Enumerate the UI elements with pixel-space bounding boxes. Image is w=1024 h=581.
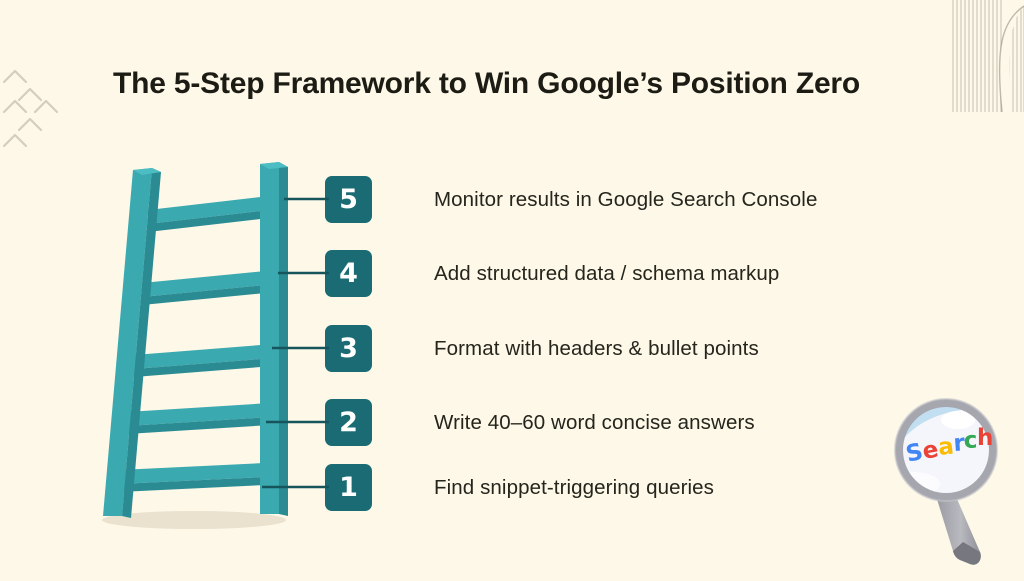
step-row-3[interactable]: 3 Format with headers & bullet points	[325, 325, 759, 372]
step-badge-3: 3	[325, 325, 372, 372]
step-row-5[interactable]: 5 Monitor results in Google Search Conso…	[325, 176, 817, 223]
search-letter-S: S	[904, 439, 926, 468]
step-label-1: Find snippet-triggering queries	[434, 475, 714, 499]
step-badge-5: 5	[325, 176, 372, 223]
step-label-3: Format with headers & bullet points	[434, 336, 759, 360]
step-badge-1: 1	[325, 464, 372, 511]
search-letter-h: h	[977, 425, 993, 451]
step-badge-4: 4	[325, 250, 372, 297]
step-row-1[interactable]: 1 Find snippet-triggering queries	[325, 464, 714, 511]
step-label-4: Add structured data / schema markup	[434, 261, 780, 285]
page-title: The 5-Step Framework to Win Google’s Pos…	[113, 67, 861, 100]
ladder-illustration	[86, 150, 326, 540]
search-letter-r: r	[953, 430, 967, 457]
search-letter-a: a	[937, 433, 955, 460]
step-label-2: Write 40–60 word concise answers	[434, 410, 755, 434]
step-row-2[interactable]: 2 Write 40–60 word concise answers	[325, 399, 755, 446]
magnifier-search-icon: S e a r c h	[884, 392, 1024, 576]
chevron-pattern-decoration	[2, 62, 64, 150]
stripe-pattern-decoration	[950, 0, 1024, 113]
step-badge-2: 2	[325, 399, 372, 446]
step-row-4[interactable]: 4 Add structured data / schema markup	[325, 250, 779, 297]
steps-list: 5 Monitor results in Google Search Conso…	[325, 168, 925, 528]
search-letter-e: e	[921, 437, 941, 465]
search-letter-c: c	[963, 428, 978, 454]
step-label-5: Monitor results in Google Search Console	[434, 187, 818, 211]
